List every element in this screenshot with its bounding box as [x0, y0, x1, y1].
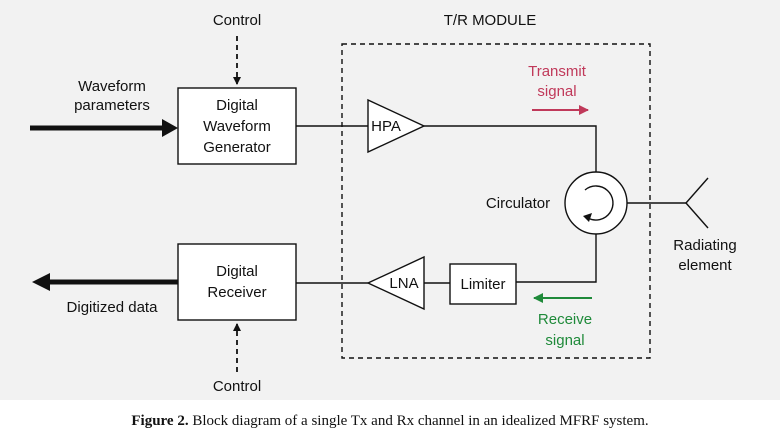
receiver-block — [177, 243, 297, 321]
hpa-to-circulator-line — [424, 125, 597, 172]
block-diagram: T/R MODULE Control Waveform parameters D… — [30, 12, 737, 395]
dwg-label-3: Generator — [203, 139, 271, 156]
control-bottom-label: Control — [213, 378, 261, 395]
transmit-signal-label-2: signal — [537, 83, 576, 100]
limiter-label: Limiter — [460, 276, 505, 293]
waveform-params-label-1: Waveform — [78, 78, 146, 95]
circulator-arrowhead-icon — [583, 213, 592, 222]
control-top-label: Control — [213, 12, 261, 29]
lna-label: LNA — [389, 275, 418, 292]
circulator-label: Circulator — [486, 195, 550, 212]
tr-module-title: T/R MODULE — [444, 12, 537, 29]
tr-module-boundary — [341, 43, 651, 359]
dwg-label-1: Digital — [216, 97, 258, 114]
receive-signal-label-2: signal — [545, 332, 584, 349]
antenna-element-upper — [685, 177, 709, 204]
lna-amplifier — [366, 255, 425, 311]
limiter-block — [449, 263, 517, 305]
caption-text: Block diagram of a single Tx and Rx chan… — [188, 413, 649, 429]
dwg-block — [177, 87, 297, 165]
figure-caption: Figure 2. Block diagram of a single Tx a… — [0, 413, 780, 430]
digitized-data-arrowhead — [32, 273, 50, 291]
circulator-to-limiter-line — [516, 234, 597, 283]
waveform-params-label-2: parameters — [74, 97, 150, 114]
diagram-canvas: T/R MODULE Control Waveform parameters D… — [0, 0, 780, 400]
circulator-rotation-icon — [584, 185, 614, 221]
transmit-signal-label-1: Transmit — [528, 63, 587, 80]
dwg-label-2: Waveform — [203, 118, 271, 135]
digitized-data-label: Digitized data — [67, 299, 159, 316]
receiver-label-2: Receiver — [207, 284, 266, 301]
caption-label: Figure 2. — [131, 413, 189, 429]
waveform-params-arrowhead — [162, 119, 178, 137]
radiating-element-label-1: Radiating — [673, 237, 736, 254]
hpa-label: HPA — [371, 118, 401, 135]
hpa-amplifier — [367, 98, 426, 154]
receiver-label-1: Digital — [216, 263, 258, 280]
radiating-element-label-2: element — [678, 257, 732, 274]
antenna-element-lower — [685, 202, 709, 229]
circulator-outer — [564, 171, 628, 235]
receive-signal-label-1: Receive — [538, 311, 592, 328]
